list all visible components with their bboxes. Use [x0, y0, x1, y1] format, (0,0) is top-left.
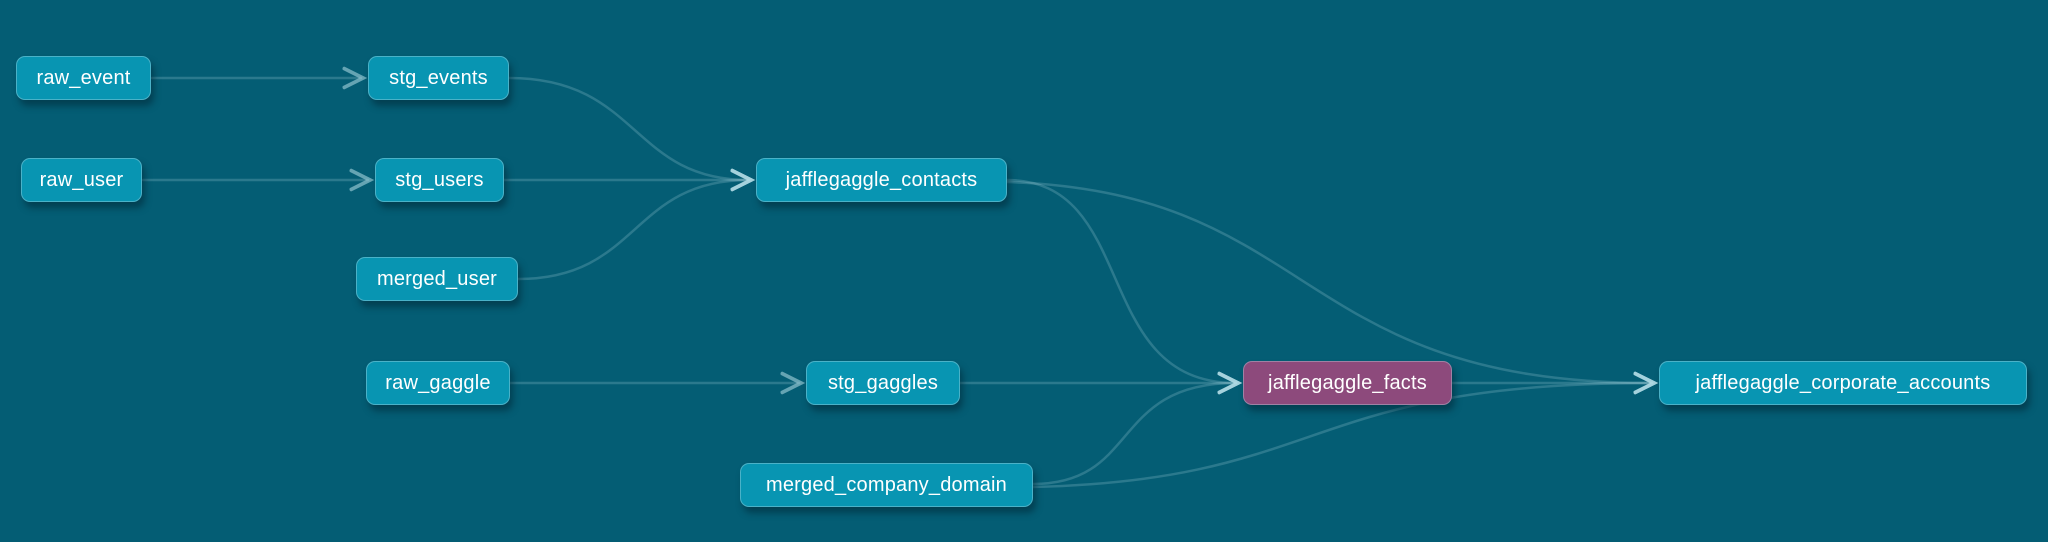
- edge-stg_events-to-jafflegaggle_contacts: [507, 76, 749, 180]
- edge-merged_company_domain-to-jafflegaggle_facts: [1031, 383, 1236, 486]
- node-label: raw_event: [36, 66, 131, 89]
- node-merged_user[interactable]: merged_user: [356, 257, 518, 301]
- node-label: merged_company_domain: [765, 473, 1007, 496]
- node-label: stg_gaggles: [827, 371, 939, 394]
- node-label: jafflegaggle_corporate_accounts: [1695, 371, 1991, 394]
- node-jafflegaggle_contacts[interactable]: jafflegaggle_contacts: [756, 158, 1007, 202]
- node-merged_company_domain[interactable]: merged_company_domain: [740, 463, 1033, 507]
- edge-merged_user-to-jafflegaggle_contacts: [516, 180, 749, 281]
- node-label: jafflegaggle_contacts: [785, 168, 978, 191]
- node-label: merged_user: [376, 267, 498, 290]
- node-jafflegaggle_corporate_accounts[interactable]: jafflegaggle_corporate_accounts: [1659, 361, 2027, 405]
- node-raw_gaggle[interactable]: raw_gaggle: [366, 361, 510, 405]
- node-label: stg_users: [395, 168, 484, 191]
- edge-merged_company_domain-to-jafflegaggle_corporate_accounts: [1031, 383, 1652, 489]
- node-label: raw_gaggle: [385, 371, 491, 394]
- node-raw_user[interactable]: raw_user: [21, 158, 142, 202]
- node-raw_event[interactable]: raw_event: [16, 56, 151, 100]
- node-label: raw_user: [39, 168, 124, 191]
- node-label: stg_events: [389, 66, 488, 89]
- node-stg_users[interactable]: stg_users: [375, 158, 504, 202]
- edge-jafflegaggle_contacts-to-jafflegaggle_facts: [1005, 178, 1236, 383]
- node-jafflegaggle_facts[interactable]: jafflegaggle_facts: [1243, 361, 1452, 405]
- node-label: jafflegaggle_facts: [1268, 371, 1427, 394]
- node-stg_events[interactable]: stg_events: [368, 56, 509, 100]
- edge-jafflegaggle_contacts-to-jafflegaggle_corporate_accounts: [1005, 180, 1652, 383]
- node-stg_gaggles[interactable]: stg_gaggles: [806, 361, 960, 405]
